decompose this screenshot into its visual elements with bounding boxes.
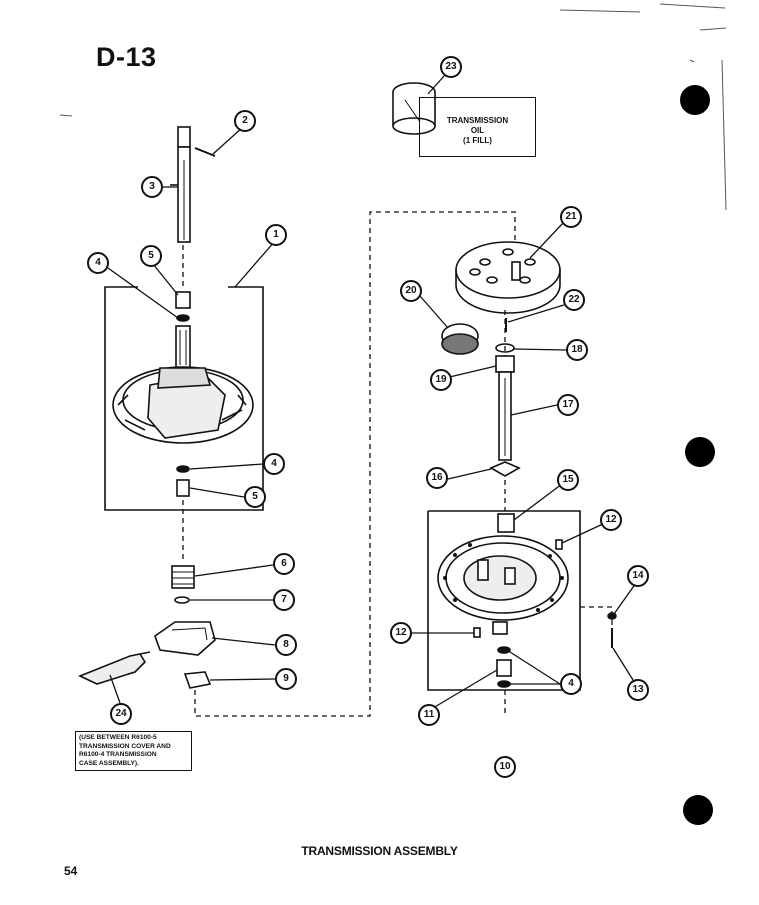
callout-5-lower: 5: [244, 486, 266, 508]
transmission-oil-label-box: TRANSMISSION OIL (1 FILL): [419, 97, 536, 157]
binder-hole: [683, 795, 713, 825]
note-line: R6100-4 TRANSMISSION: [79, 751, 157, 759]
grease-usage-note-box: (USE BETWEEN R6100-5 TRANSMISSION COVER …: [75, 731, 192, 771]
note-line: CASE ASSEMBLY).: [79, 759, 139, 767]
callout-1: 1: [265, 224, 287, 246]
page-number: 54: [64, 864, 78, 878]
callout-15: 15: [557, 469, 579, 491]
callout-3: 3: [141, 176, 163, 198]
callout-17: 17: [557, 394, 579, 416]
note-line: TRANSMISSION COVER AND: [79, 742, 171, 750]
note-line: (USE BETWEEN R6100-5: [79, 734, 157, 741]
binder-hole: [680, 85, 710, 115]
callout-23: 23: [440, 56, 462, 78]
oil-box-line: OIL: [470, 126, 485, 135]
callout-5: 5: [140, 245, 162, 267]
callout-22: 22: [563, 289, 585, 311]
callout-16: 16: [426, 467, 448, 489]
callout-13: 13: [627, 679, 649, 701]
transmission-case-outline: [104, 286, 264, 511]
callout-10: 10: [494, 756, 516, 778]
callout-6: 6: [273, 553, 295, 575]
callout-12: 12: [600, 509, 622, 531]
oil-box-line: (1 FILL): [463, 136, 492, 145]
callout-19: 19: [430, 369, 452, 391]
callout-4: 4: [87, 252, 109, 274]
callout-9: 9: [275, 668, 297, 690]
callout-8: 8: [275, 634, 297, 656]
callout-18: 18: [566, 339, 588, 361]
diagram-caption: TRANSMISSION ASSEMBLY: [301, 844, 458, 858]
callout-14: 14: [627, 565, 649, 587]
callout-21: 21: [560, 206, 582, 228]
callout-7: 7: [273, 589, 295, 611]
callout-2: 2: [234, 110, 256, 132]
oil-box-line: TRANSMISSION: [446, 116, 509, 125]
callout-4-right: 4: [560, 673, 582, 695]
callout-4-lower: 4: [263, 453, 285, 475]
callout-20: 20: [400, 280, 422, 302]
callout-12-lower: 12: [390, 622, 412, 644]
page-code: D-13: [96, 42, 157, 72]
callout-24: 24: [110, 703, 132, 725]
callout-11: 11: [418, 704, 440, 726]
binder-hole: [685, 437, 715, 467]
